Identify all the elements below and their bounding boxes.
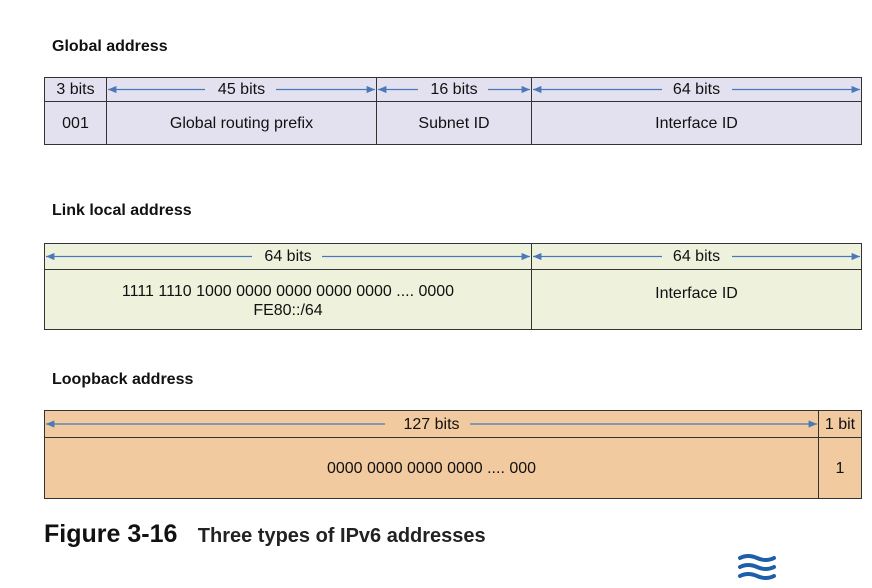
loopback-address-title: Loopback address (52, 371, 194, 388)
link-local-bits-interface: 64 bits (531, 243, 862, 270)
global-bits-3: 3 bits (44, 77, 107, 102)
global-bits-64: 64 bits (531, 77, 862, 102)
global-address-title: Global address (52, 38, 168, 55)
loopback-field-zeros: 0000 0000 0000 0000 .... 000 (44, 437, 819, 499)
link-local-address-title: Link local address (52, 202, 192, 219)
waves-icon (737, 553, 777, 588)
global-interface-id: Interface ID (531, 101, 862, 145)
link-local-interface-id: Interface ID (531, 269, 862, 330)
loopback-field-one: 1 (818, 437, 862, 499)
link-local-prefix-field: 1111 1110 1000 0000 0000 0000 0000 .... … (44, 269, 532, 330)
loopback-bits-1: 1 bit (818, 410, 862, 438)
link-local-bits-prefix: 64 bits (44, 243, 532, 270)
global-routing-prefix: Global routing prefix (106, 101, 377, 145)
link-local-binary: 1111 1110 1000 0000 0000 0000 0000 .... … (121, 283, 455, 300)
figure-caption: Figure 3-16 Three types of IPv6 addresse… (44, 520, 486, 549)
figure-number: Figure 3-16 (44, 520, 178, 548)
figure-description: Three types of IPv6 addresses (197, 525, 486, 547)
global-field-001: 001 (44, 101, 107, 145)
link-local-prefix: FE80::/64 (253, 302, 323, 319)
global-bits-45: 45 bits (106, 77, 377, 102)
subnet-id: Subnet ID (376, 101, 532, 145)
loopback-bits-127: 127 bits (44, 410, 819, 438)
global-bits-16: 16 bits (376, 77, 532, 102)
